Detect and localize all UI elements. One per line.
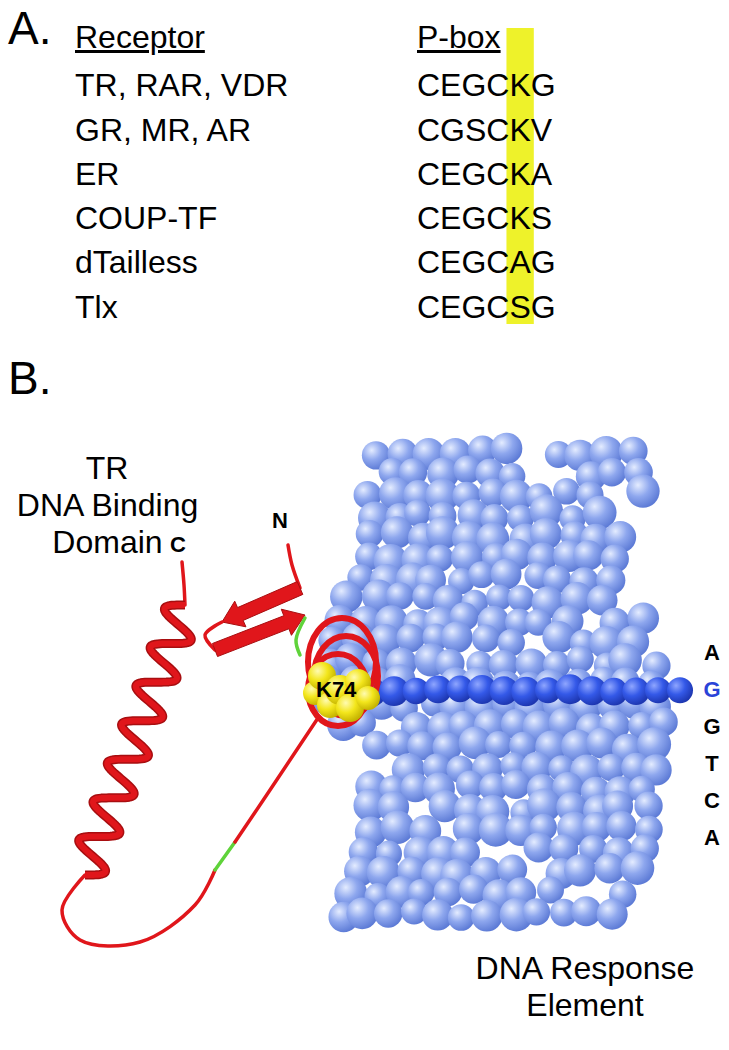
receptor-name: Tlx <box>75 289 118 326</box>
residue-label: K74 <box>316 677 356 702</box>
alpha-helix <box>79 605 192 875</box>
atom-sphere <box>472 625 500 653</box>
panel-letter: A. <box>8 2 51 55</box>
terminus-label: C <box>170 532 186 557</box>
atom-sphere <box>597 899 628 930</box>
atom-sphere <box>634 792 662 820</box>
p-box-sequence: CEGCKG <box>417 67 556 104</box>
atom-sphere <box>594 853 624 883</box>
column-header: Receptor <box>75 19 205 56</box>
beta-strand <box>212 609 305 656</box>
base-letter: A <box>700 640 724 665</box>
zinc-loop <box>215 842 235 870</box>
p-box-sequence: CEGCSG <box>417 289 556 326</box>
atom-sphere <box>491 559 522 590</box>
atom-sphere <box>626 474 659 507</box>
dna-spheres <box>311 433 693 933</box>
receptor-name: dTailless <box>75 244 198 281</box>
protein-ribbon <box>62 545 378 946</box>
atom-sphere <box>598 458 626 486</box>
domain-title: TR <box>62 450 152 487</box>
atom-sphere <box>571 896 601 926</box>
atom-sphere <box>667 677 693 703</box>
atom-sphere <box>448 904 475 931</box>
column-header: P-box <box>417 19 501 56</box>
base-letter: G <box>700 714 724 739</box>
panel-letter: B. <box>8 352 51 405</box>
p-box-sequence: CEGCAG <box>417 244 556 281</box>
p-box-sequence: CEGCKS <box>417 200 552 237</box>
atom-sphere <box>567 646 594 673</box>
alpha-helix <box>79 605 192 875</box>
atom-sphere <box>621 851 655 885</box>
receptor-name: COUP-TF <box>75 200 217 237</box>
p-box-sequence: CGSCKV <box>417 112 552 149</box>
atom-sphere <box>523 898 550 925</box>
base-letter: G <box>700 677 724 702</box>
coil-loop <box>62 870 215 946</box>
atom-sphere <box>564 854 596 886</box>
atom-sphere <box>381 516 413 548</box>
atom-sphere <box>606 811 636 841</box>
lysine-spheres <box>303 662 380 722</box>
atom-sphere <box>524 832 554 862</box>
receptor-name: ER <box>75 156 119 193</box>
atom-sphere <box>573 540 603 570</box>
coil-loop <box>288 545 300 588</box>
atom-sphere <box>381 811 414 844</box>
structure-title: DNA Response Element <box>460 950 710 1024</box>
p-box-sequence: CEGCKA <box>417 156 552 193</box>
atom-sphere <box>471 900 502 931</box>
atom-sphere <box>501 770 530 799</box>
atom-sphere <box>542 621 574 653</box>
base-letter: T <box>700 751 724 776</box>
receptor-name: GR, MR, AR <box>75 112 251 149</box>
atom-sphere <box>491 433 522 464</box>
terminus-label: N <box>272 508 288 533</box>
lysine-sphere <box>356 686 380 710</box>
zinc-loop <box>296 618 305 655</box>
base-letter: C <box>700 788 724 813</box>
coil-loop <box>235 718 318 842</box>
atom-sphere <box>374 899 402 927</box>
base-letter: A <box>700 825 724 850</box>
atom-sphere <box>441 621 473 653</box>
coil-loop <box>182 562 185 605</box>
receptor-name: TR, RAR, VDR <box>75 67 288 104</box>
atom-sphere <box>346 898 378 930</box>
atom-sphere <box>507 585 534 612</box>
